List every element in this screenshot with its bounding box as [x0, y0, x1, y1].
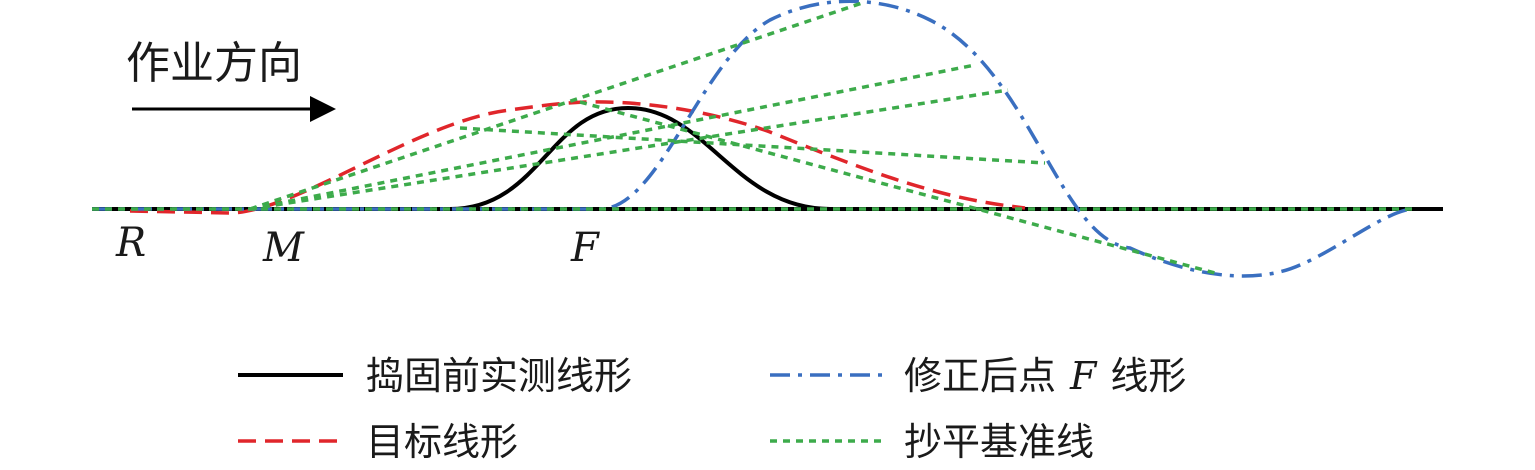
measured-line [92, 105, 1443, 211]
legend-item-reference: 抄平基准线 [770, 420, 1094, 464]
legend-label-corrected-suffix: 线形 [1110, 354, 1186, 398]
legend: 捣固前实测线形 修正后点 F 线形 目标线形 抄平基准线 [238, 354, 1186, 464]
reference-line [459, 126, 1046, 165]
legend-item-corrected: 修正后点 F 线形 [770, 354, 1186, 398]
point-label-f: F [570, 225, 600, 271]
reference-line [249, 63, 976, 211]
corrected-f-line [92, 0, 1411, 278]
legend-label-corrected: 修正后点 F 线形 [904, 354, 1186, 398]
reference-lines [92, 1, 1415, 275]
legend-label-measured: 捣固前实测线形 [366, 354, 632, 398]
legend-label-corrected-prefix: 修正后点 [904, 354, 1056, 398]
legend-label-target: 目标线形 [366, 420, 518, 464]
legend-item-target: 目标线形 [238, 420, 518, 464]
direction-label: 作业方向 [126, 38, 302, 89]
reference-line [249, 1, 863, 211]
direction-arrow [132, 96, 336, 122]
point-label-r: R [115, 220, 146, 266]
legend-label-corrected-point: F [1069, 354, 1098, 398]
reference-line [249, 88, 1009, 211]
target-line [129, 100, 1026, 215]
point-label-m: M [262, 225, 305, 271]
legend-label-reference: 抄平基准线 [904, 420, 1094, 464]
legend-item-measured: 捣固前实测线形 [238, 354, 632, 398]
reference-line [579, 100, 1216, 275]
